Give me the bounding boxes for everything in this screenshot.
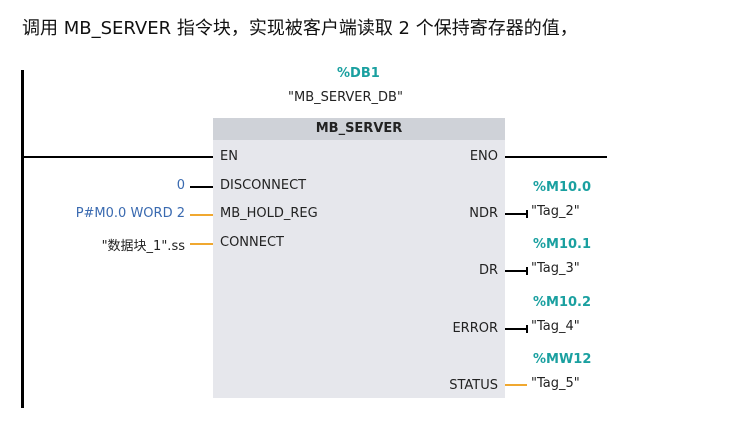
coil-end-icon — [526, 325, 528, 333]
coil-end-icon — [526, 267, 528, 275]
pin-en: EN — [220, 149, 238, 164]
instance-db-name[interactable]: "MB_SERVER_DB" — [288, 90, 403, 105]
dr-tag[interactable]: "Tag_3" — [531, 261, 580, 276]
eno-wire — [505, 156, 607, 158]
mb-hold-reg-value[interactable]: P#M0.0 WORD 2 — [75, 206, 185, 221]
power-rail — [21, 70, 24, 408]
error-wire — [505, 328, 527, 330]
ndr-wire — [505, 213, 527, 215]
pin-ndr: NDR — [469, 206, 498, 221]
error-tag[interactable]: "Tag_4" — [531, 319, 580, 334]
mb-hold-reg-wire — [190, 214, 213, 216]
dr-wire — [505, 270, 527, 272]
pin-mb-hold-reg: MB_HOLD_REG — [220, 206, 318, 221]
ndr-address: %M10.0 — [533, 180, 592, 195]
pin-dr: DR — [478, 263, 498, 278]
dr-address: %M10.1 — [533, 237, 592, 252]
disconnect-wire — [190, 186, 213, 188]
status-wire — [505, 384, 527, 386]
pin-error: ERROR — [452, 321, 498, 336]
description-text: 调用 MB_SERVER 指令块，实现被客户端读取 2 个保持寄存器的值， — [22, 18, 578, 39]
status-tag[interactable]: "Tag_5" — [531, 376, 580, 391]
connect-wire — [190, 243, 213, 245]
disconnect-value[interactable]: 0 — [176, 178, 185, 193]
mb-server-block[interactable]: MB_SERVER — [213, 118, 505, 398]
pin-connect: CONNECT — [220, 235, 284, 250]
error-address: %M10.2 — [533, 295, 592, 310]
block-title: MB_SERVER — [213, 118, 505, 140]
coil-end-icon — [526, 210, 528, 218]
status-address: %MW12 — [533, 352, 592, 367]
instance-db-address: %DB1 — [337, 66, 380, 81]
ndr-tag[interactable]: "Tag_2" — [531, 204, 580, 219]
pin-disconnect: DISCONNECT — [220, 178, 307, 193]
pin-status: STATUS — [449, 378, 498, 393]
en-wire — [22, 156, 213, 158]
connect-value[interactable]: "数据块_1".ss — [101, 239, 185, 254]
pin-eno: ENO — [469, 149, 498, 164]
